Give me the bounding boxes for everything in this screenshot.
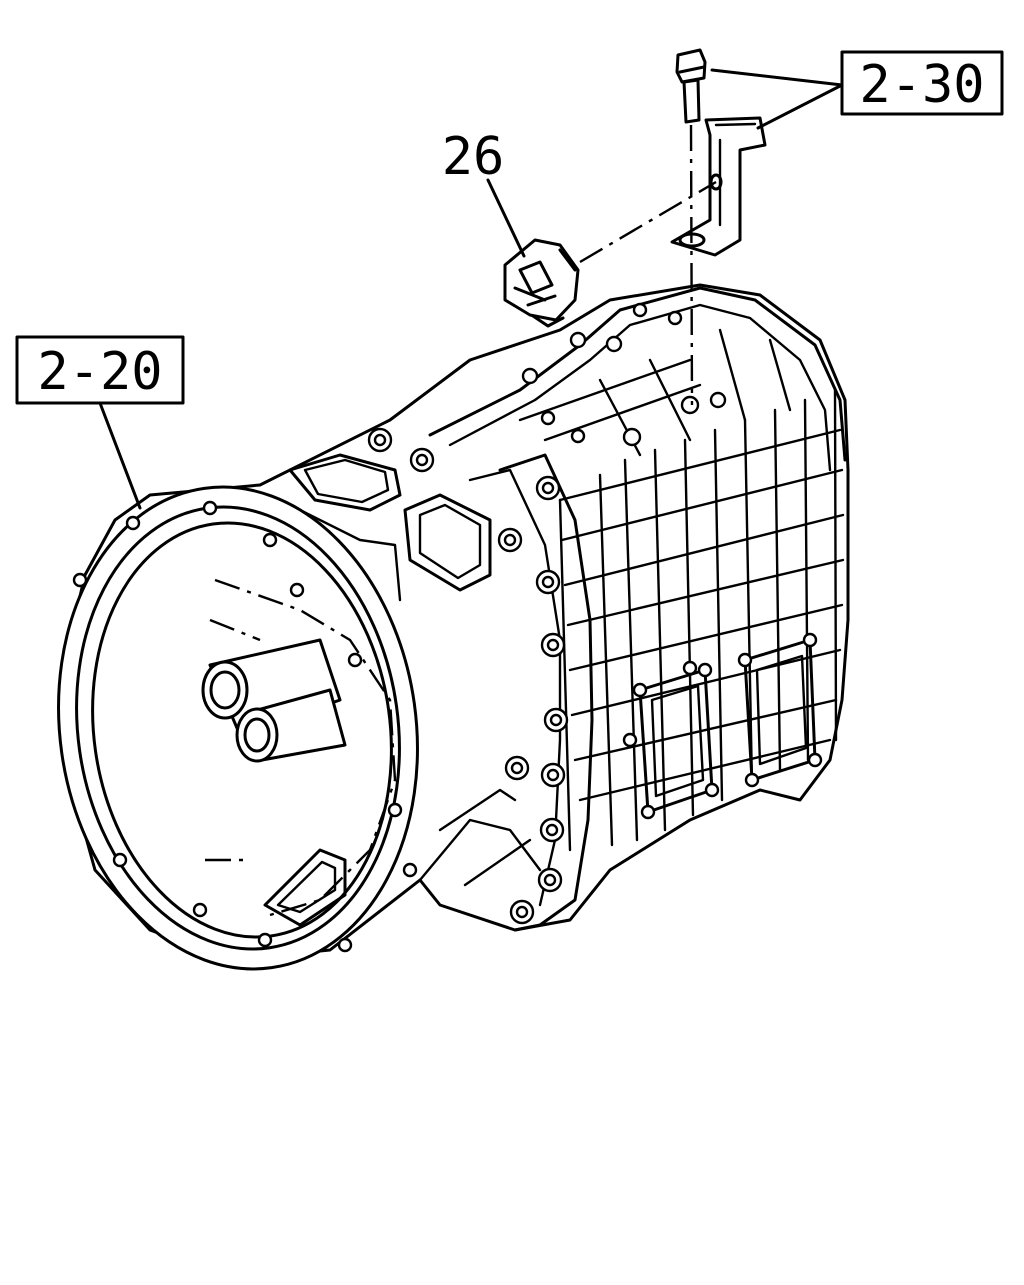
side-cover-plates	[622, 632, 823, 820]
callout-label-2-20: 2-20	[37, 342, 162, 402]
input-shaft	[201, 638, 347, 763]
callout-label-2-30: 2-30	[859, 55, 984, 115]
mounting-bolt	[675, 48, 707, 124]
leader-line	[756, 83, 844, 130]
case-top-rim	[428, 286, 847, 462]
callout-2-30[interactable]: 2-30	[710, 50, 1004, 130]
bell-bolt-holes	[72, 500, 418, 953]
callout-26[interactable]: 26	[442, 127, 526, 258]
shift-cover-right	[403, 493, 492, 592]
flange-bolts	[367, 427, 569, 925]
callout-box	[15, 335, 185, 405]
callout-box	[840, 50, 1004, 116]
mounting-bracket	[670, 116, 767, 257]
transmission-assembly	[57, 283, 850, 971]
leader-line	[486, 178, 526, 258]
leader-line	[98, 401, 142, 510]
inspection-opening	[263, 848, 347, 927]
assembly-line-vertical	[689, 124, 694, 406]
shift-cover-left	[288, 453, 402, 512]
callout-2-20[interactable]: 2-20	[15, 335, 185, 510]
case-ribs	[518, 328, 845, 852]
intermediate-flange	[498, 453, 594, 932]
bell-interior	[214, 578, 397, 917]
rim-bolts	[521, 302, 727, 447]
connector-clip	[503, 238, 580, 328]
callout-label-26: 26	[442, 127, 505, 187]
leader-line	[710, 68, 844, 87]
